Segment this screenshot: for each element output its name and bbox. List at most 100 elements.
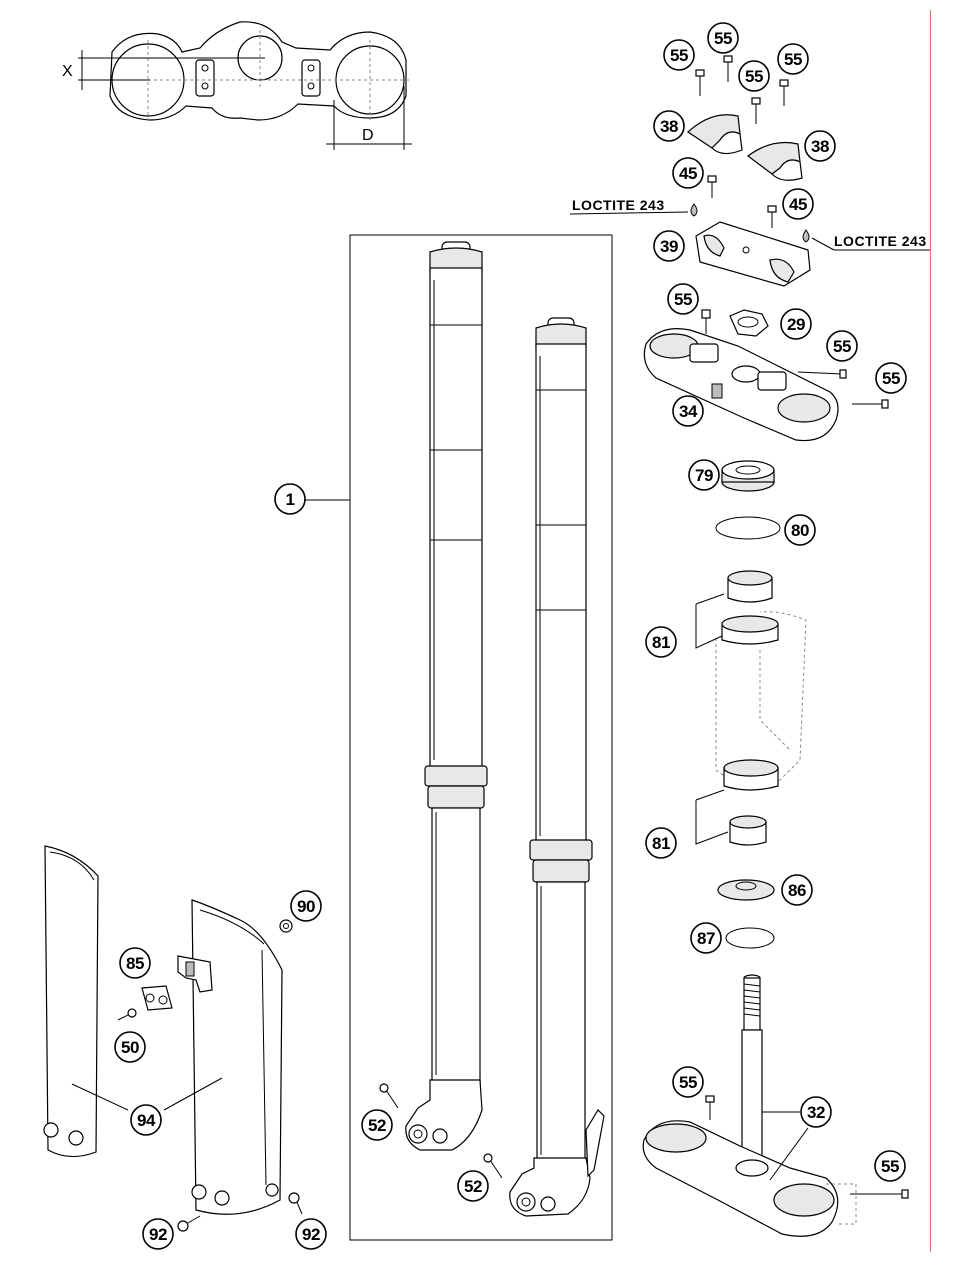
handlebar-clamp-upper-right [746,141,803,181]
callout-circle [777,43,809,75]
callout-81: 81 [645,626,677,658]
handlebar-clamp-upper-left [687,114,743,155]
callout-circle [290,890,322,922]
steering-bearing-lower [723,759,779,846]
callout-number: 81 [652,633,670,652]
callout-number: 55 [833,337,851,356]
callout-number: 55 [882,369,900,388]
callout-circle [804,130,836,162]
brake-line-clamp [177,955,213,993]
callout-number: 55 [670,46,688,65]
dust-seal-86 [717,879,775,901]
callout-circle [781,874,813,906]
callout-number: 55 [679,1073,697,1092]
callout-number: 55 [674,290,692,309]
callout-number: 79 [695,466,713,485]
callout-number: 92 [302,1225,320,1244]
loctite-note-right: LOCTITE 243 [834,233,927,249]
callout-circle [645,626,677,658]
callout-34: 34 [672,395,704,427]
callout-86: 86 [781,874,813,906]
callout-number: 80 [791,521,809,540]
leader-line [695,593,725,649]
leader-line [71,1083,129,1111]
callout-52: 52 [457,1170,489,1202]
protector-screw-92-left [177,1215,201,1232]
callout-circle [672,395,704,427]
steering-nut [729,309,769,337]
handlebar-clamp-screws [695,55,789,124]
callout-87: 87 [690,922,722,954]
handlebar-clamp-lower [695,221,811,287]
callout-45: 45 [782,188,814,220]
callout-number: 86 [788,881,806,900]
dust-seal-79 [721,460,775,492]
callout-92: 92 [295,1218,327,1250]
fork-bottom-bolt-right [483,1153,503,1179]
callout-number: 92 [149,1225,167,1244]
clamp-dimension-bracket [826,1183,857,1225]
callout-number: 55 [745,67,763,86]
callout-circle [653,230,685,262]
callout-number: 94 [137,1111,156,1130]
dimension-x-label: X [62,63,73,80]
lower-clamp-screws [705,1095,909,1199]
callout-number: 38 [811,137,829,156]
callout-layer: 5555555538384545395529555534179808181868… [114,22,907,1250]
triple-clamp-dimension-sketch [78,21,412,150]
upper-clamp-screws [701,309,889,409]
callout-number: 39 [660,237,678,256]
callout-circle [361,1109,393,1141]
callout-number: 34 [679,402,698,421]
callout-55: 55 [663,39,695,71]
callout-52: 52 [361,1109,393,1141]
leader-line [769,1127,809,1181]
callout-circle [457,1170,489,1202]
callout-circle [119,947,151,979]
steering-bearing-upper [721,570,779,645]
callout-circle [688,459,720,491]
callout-circle [274,483,306,515]
fork-assembly-frame [349,234,613,1241]
callout-number: 55 [784,50,802,69]
callout-45: 45 [672,157,704,189]
leader-line [163,1077,223,1111]
callout-55: 55 [875,362,907,394]
callout-number: 1 [286,490,295,509]
protector-screw-50 [117,1008,137,1021]
callout-number: 52 [464,1177,482,1196]
lower-triple-clamp-with-stem [642,974,839,1237]
page-margin-line [930,10,931,1252]
callout-55: 55 [874,1150,906,1182]
callout-circle [672,1066,704,1098]
dimension-d-label: D [362,127,374,144]
loctite-note-left: LOCTITE 243 [572,197,665,213]
callout-32: 32 [800,1096,832,1128]
callout-circle [690,922,722,954]
loctite-drop-right [802,229,810,243]
callout-number: 85 [126,954,144,973]
upper-triple-clamp [643,328,839,442]
callout-circle [826,330,858,362]
callout-circle [645,827,677,859]
callout-circle [663,39,695,71]
callout-number: 32 [807,1103,825,1122]
brake-line-guide [141,985,173,1011]
o-ring-80 [715,516,781,540]
callout-number: 87 [697,929,715,948]
callout-number: 45 [679,164,697,183]
callout-circle [295,1218,327,1250]
callout-circle [874,1150,906,1182]
callout-circle [782,188,814,220]
callout-85: 85 [119,947,151,979]
callout-39: 39 [653,230,685,262]
callout-circle [784,514,816,546]
callout-94: 94 [130,1104,162,1136]
callout-29: 29 [780,308,812,340]
callout-81: 81 [645,827,677,859]
callout-circle [672,157,704,189]
callout-number: 55 [881,1157,899,1176]
fork-leg-right [509,317,605,1217]
leader-line [811,237,835,251]
